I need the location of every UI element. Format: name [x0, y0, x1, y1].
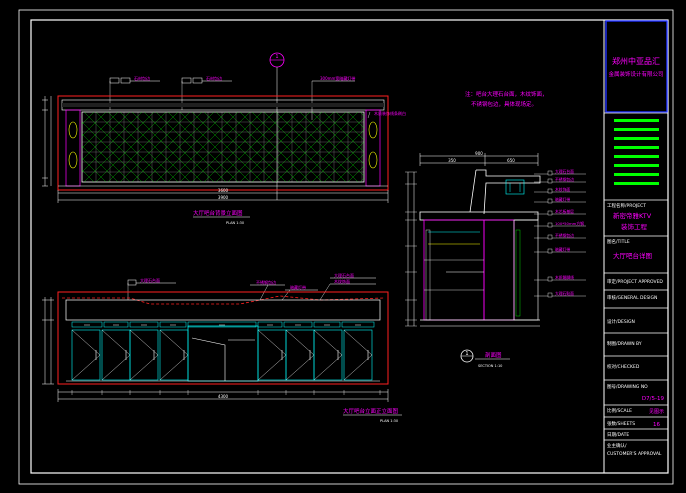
section-callout-5: 木芯板基层 [555, 209, 574, 214]
approval-label-2: CUSTOMER'S APPROVAL [607, 451, 662, 457]
lower-callout-1: 大理石台面 [140, 277, 160, 283]
lower-callout-4: 大理石台面 [334, 272, 354, 278]
svg-text:PLAN 1:30: PLAN 1:30 [380, 419, 398, 423]
title-label: 图名/TITLE [607, 238, 630, 245]
upper-callout-4: 木质装饰线条刷白 [374, 110, 406, 116]
counter-top [65, 299, 381, 321]
sheets-value: 16 [653, 422, 660, 428]
section-callout-7: 不锈钢包边 [555, 233, 574, 238]
section-callout-8: 暗藏灯带 [555, 247, 570, 252]
section-callout-1: 大理石台面 [555, 169, 574, 174]
approved-label: 审定/PROJECT APPROVED [607, 278, 663, 285]
svg-text:4300: 4300 [218, 394, 229, 399]
drawing-border [30, 19, 669, 474]
section-callout-2: 不锈钢包边 [555, 177, 574, 182]
section-counter-top [419, 211, 539, 221]
upper-elevation: 1 石材包边 石材包边 300mm宽暗藏灯带 木质装饰线条刷白 [42, 52, 406, 225]
svg-text:3600: 3600 [218, 188, 229, 193]
lattice-panel [81, 111, 365, 183]
svg-text:SECTION 1:10: SECTION 1:10 [478, 364, 502, 368]
section-callout-3: 木纹饰面 [555, 187, 570, 192]
right-column [365, 109, 381, 187]
upper-callout-1: 石材包边 [134, 75, 150, 81]
drawer-row [71, 321, 375, 328]
section-view: 350 650 900 大理石台面不锈钢包边木纹饰面暗藏灯带木芯板基层100*5… [405, 151, 586, 368]
svg-text:350: 350 [448, 158, 456, 163]
section-callout-9: 木质踢脚线 [555, 275, 574, 280]
company-logo-box [605, 20, 668, 113]
drawn-label: 制图/DRAWN BY [607, 340, 642, 347]
design-note: 注：吧台大理石台面，木纹饰面， 不锈钢包边，具体现场定。 [465, 90, 548, 108]
section-callout-10: 大理石贴面 [555, 291, 574, 296]
scale-label: 比例/SCALE [607, 407, 632, 414]
checked-label: 校对/CHECKED [607, 363, 640, 370]
svg-text:1: 1 [275, 54, 278, 60]
drawing-title: 大厅吧台详图 [613, 251, 652, 260]
lower-elevation-title: 大厅吧台立面正立面图 [343, 407, 399, 415]
approval-label: 业主确认/ [607, 442, 627, 449]
green-legend-bars [614, 119, 659, 185]
svg-text:PLAN 1:30: PLAN 1:30 [226, 221, 244, 225]
title-block: 郑州中亚品汇 金属装饰设计有限公司 工程名称/PROJECT 新密帝雅KTV 装… [603, 19, 669, 474]
project-label: 工程名称/PROJECT [607, 202, 646, 209]
svg-text:1: 1 [465, 351, 468, 357]
upper-wall-outline [57, 95, 389, 191]
outer-border [18, 9, 674, 485]
section-callout-6: 100*50mm方钢 [555, 221, 584, 226]
section-callout-4: 暗藏灯带 [555, 197, 570, 202]
lower-elevation: 大理石台面 不锈钢包边 暗藏灯带 大理石台面 木纹饰面 [42, 272, 402, 423]
lower-callout-3: 暗藏灯带 [290, 284, 306, 290]
lower-callout-5: 木纹饰面 [334, 278, 350, 284]
project-name-2: 装饰工程 [621, 222, 648, 231]
upper-elevation-title: 大厅吧台背景立面图 [193, 209, 243, 217]
svg-text:900: 900 [475, 151, 483, 156]
sheets-label: 张数/SHEETS [607, 420, 635, 427]
drawing-no-label: 图号/DRAWING NO [607, 384, 648, 390]
drawing-no-value: D7/5-19 [642, 396, 665, 402]
center-opening [187, 325, 259, 382]
upper-callout-3: 300mm宽暗藏灯带 [320, 75, 355, 81]
left-column [65, 109, 81, 187]
project-name: 新密帝雅KTV [613, 211, 652, 220]
svg-text:3900: 3900 [218, 195, 229, 200]
section-title: 剖面图 [485, 351, 502, 359]
company-subtitle: 金属装饰设计有限公司 [608, 70, 663, 78]
upper-callout-2: 石材包边 [206, 75, 222, 81]
cabinet-doors [71, 329, 373, 381]
design-label: 设计/DESIGN [607, 318, 635, 325]
svg-text:650: 650 [507, 158, 515, 163]
note-line-2: 不锈钢包边，具体现场定。 [471, 100, 537, 108]
scale-value: 见图示 [649, 409, 664, 415]
lower-wall-outline [57, 291, 389, 385]
lattice-pattern [81, 111, 365, 183]
section-callouts: 大理石台面不锈钢包边木纹饰面暗藏灯带木芯板基层100*50mm方钢不锈钢包边暗藏… [534, 169, 586, 298]
date-label: 日期/DATE [607, 432, 629, 438]
note-line-1: 注：吧台大理石台面，木纹饰面， [465, 90, 548, 98]
director-label: 审核/GENERAL DESIGN [607, 294, 657, 301]
company-name: 郑州中亚品汇 [612, 56, 660, 66]
lower-callout-2: 不锈钢包边 [256, 279, 276, 285]
